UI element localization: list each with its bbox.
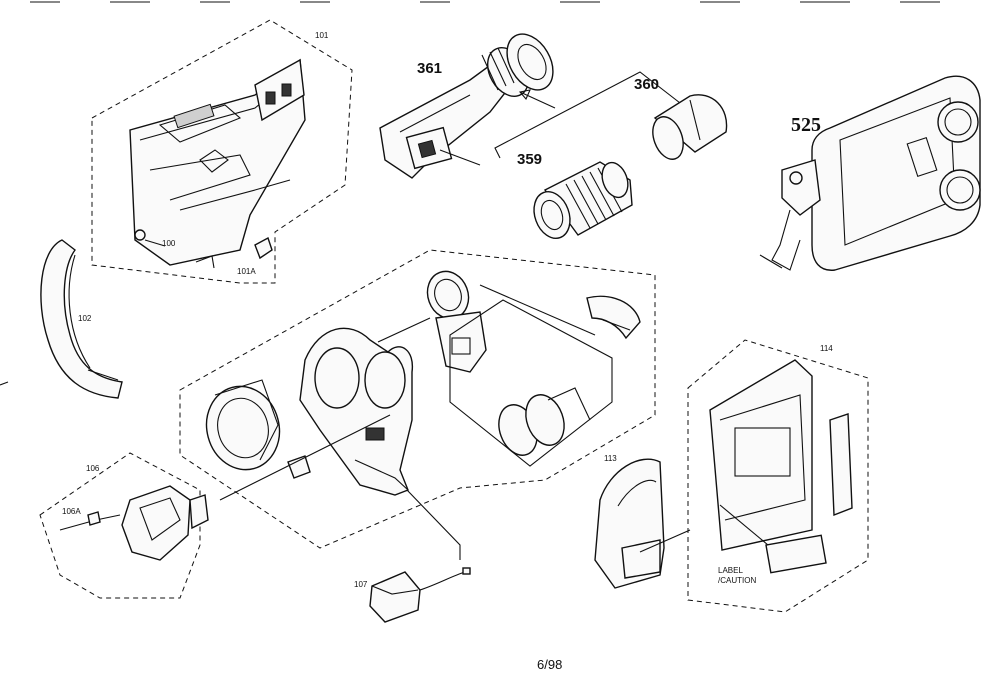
label-107: 107 bbox=[354, 580, 368, 589]
part-113-grip bbox=[594, 458, 691, 589]
label-361: 361 bbox=[417, 60, 443, 77]
label-525: 525 bbox=[791, 114, 821, 136]
page-number: 6/98 bbox=[537, 657, 563, 672]
part-102-strap bbox=[40, 239, 123, 399]
label-114: 114 bbox=[820, 344, 833, 353]
label-360: 360 bbox=[634, 76, 660, 93]
eyepiece-bracket bbox=[494, 71, 703, 159]
part-360-eyecup bbox=[652, 94, 728, 160]
front-block-group bbox=[179, 249, 656, 549]
label-106: 106 bbox=[86, 464, 100, 473]
part-101-cover-group bbox=[91, 19, 353, 284]
part-361-viewfinder bbox=[379, 33, 554, 179]
label-359: 359 bbox=[517, 151, 543, 168]
label-101: 101 bbox=[315, 31, 329, 40]
label-caution: LABEL /CAUTION bbox=[718, 566, 757, 585]
part-525-camera-body bbox=[759, 75, 981, 271]
part-114-panel-group bbox=[687, 339, 869, 613]
label-101a: 101A bbox=[237, 267, 256, 276]
part-106-group bbox=[39, 452, 209, 599]
label-100: 100 bbox=[162, 239, 176, 248]
label-102: 102 bbox=[78, 314, 92, 323]
label-106a: 106A bbox=[62, 507, 81, 516]
part-359-eyepiece-lens bbox=[533, 161, 633, 239]
part-107-connector bbox=[369, 489, 471, 623]
label-113: 113 bbox=[604, 454, 617, 463]
